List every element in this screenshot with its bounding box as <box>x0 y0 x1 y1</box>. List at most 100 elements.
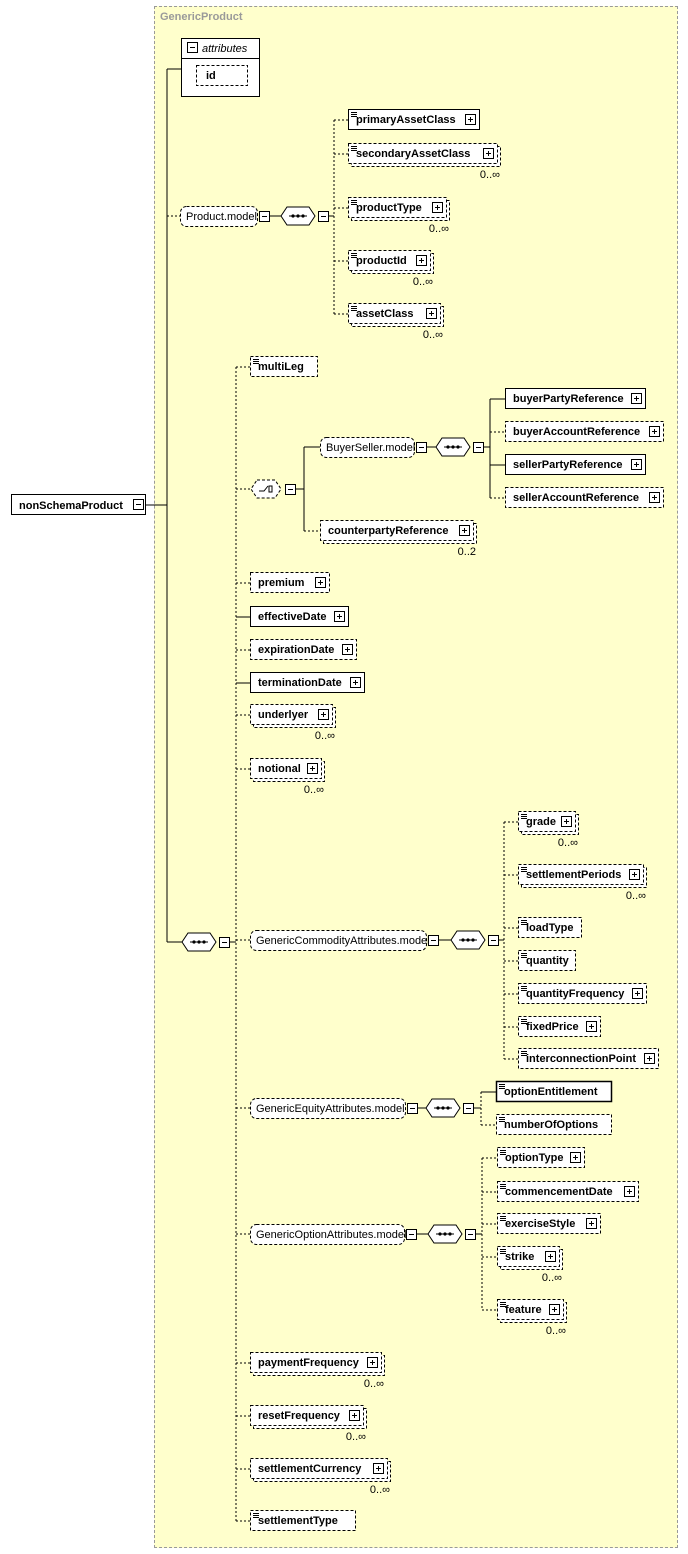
element-optionEntitlement[interactable]: optionEntitlement <box>495 1080 613 1103</box>
collapse-icon[interactable] <box>219 937 230 948</box>
annotation-icon <box>500 1184 506 1189</box>
expand-icon[interactable] <box>367 1357 378 1368</box>
element-loadType[interactable]: loadType <box>518 917 582 938</box>
annotation-icon <box>521 814 527 819</box>
element-settlementType[interactable]: settlementType <box>250 1510 356 1531</box>
expand-icon[interactable] <box>549 1304 560 1315</box>
collapse-icon[interactable] <box>463 1103 474 1114</box>
element-numberOfOptions[interactable]: numberOfOptions <box>496 1114 612 1135</box>
expand-icon[interactable] <box>570 1152 581 1163</box>
main-sequence-icon[interactable] <box>181 932 217 952</box>
element-label: primaryAssetClass <box>356 114 456 126</box>
cardinality-label: 0..∞ <box>626 890 646 902</box>
element-multiLeg[interactable]: multiLeg <box>250 356 318 377</box>
collapse-icon[interactable] <box>133 499 144 510</box>
expand-icon[interactable] <box>631 393 642 404</box>
expand-icon[interactable] <box>334 611 345 622</box>
expand-icon[interactable] <box>586 1021 597 1032</box>
expand-icon[interactable] <box>315 577 326 588</box>
sequence-icon[interactable] <box>435 437 471 457</box>
expand-icon[interactable] <box>632 988 643 999</box>
expand-icon[interactable] <box>483 148 494 159</box>
element-label: notional <box>258 763 301 775</box>
expand-icon[interactable] <box>586 1218 597 1229</box>
expand-icon[interactable] <box>465 114 476 125</box>
expand-icon[interactable] <box>545 1251 556 1262</box>
sequence-icon[interactable] <box>450 930 486 950</box>
collapse-icon[interactable] <box>259 211 270 222</box>
element-quantity[interactable]: quantity <box>518 950 576 971</box>
collapse-icon[interactable] <box>473 442 484 453</box>
sequence-icon[interactable] <box>425 1098 461 1118</box>
expand-icon[interactable] <box>416 255 427 266</box>
expand-icon[interactable] <box>349 1410 360 1421</box>
group-Product.model[interactable]: Product.model <box>180 206 258 227</box>
expand-icon[interactable] <box>631 459 642 470</box>
element-optionType[interactable]: optionType <box>497 1147 585 1168</box>
collapse-icon[interactable] <box>318 211 329 222</box>
expand-icon[interactable] <box>307 763 318 774</box>
element-interconnectionPoint[interactable]: interconnectionPoint <box>518 1048 659 1069</box>
expand-icon[interactable] <box>561 816 572 827</box>
element-quantityFrequency[interactable]: quantityFrequency <box>518 983 647 1004</box>
expand-icon[interactable] <box>432 202 443 213</box>
group-BuyerSeller.model[interactable]: BuyerSeller.model <box>320 437 416 458</box>
collapse-icon[interactable] <box>416 442 427 453</box>
expand-icon[interactable] <box>373 1463 384 1474</box>
sequence-icon[interactable] <box>280 206 316 226</box>
collapse-icon[interactable] <box>407 1103 418 1114</box>
element-label: numberOfOptions <box>504 1119 598 1131</box>
element-effectiveDate[interactable]: effectiveDate <box>250 606 349 627</box>
annotation-icon <box>500 1150 506 1155</box>
collapse-icon[interactable] <box>488 935 499 946</box>
frame-title: GenericProduct <box>160 11 243 23</box>
element-primaryAssetClass[interactable]: primaryAssetClass <box>348 109 480 130</box>
element-terminationDate[interactable]: terminationDate <box>250 672 365 693</box>
element-fixedPrice[interactable]: fixedPrice <box>518 1016 601 1037</box>
element-sellerAccountReference[interactable]: sellerAccountReference <box>505 487 664 508</box>
element-premium[interactable]: premium <box>250 572 330 593</box>
choice-icon[interactable] <box>250 479 282 499</box>
expand-icon[interactable] <box>644 1053 655 1064</box>
expand-icon[interactable] <box>629 869 640 880</box>
group-GenericCommodityAttributes.model[interactable]: GenericCommodityAttributes.model <box>250 930 430 951</box>
collapse-icon[interactable] <box>428 935 439 946</box>
expand-icon[interactable] <box>624 1186 635 1197</box>
expand-icon[interactable] <box>459 525 470 536</box>
element-buyerPartyReference[interactable]: buyerPartyReference <box>505 388 646 409</box>
group-GenericEquityAttributes.model[interactable]: GenericEquityAttributes.model <box>250 1098 406 1119</box>
expand-icon[interactable] <box>350 677 361 688</box>
expand-icon[interactable] <box>426 308 437 319</box>
collapse-icon[interactable] <box>465 1229 476 1240</box>
element-exerciseStyle[interactable]: exerciseStyle <box>497 1213 601 1234</box>
annotation-icon <box>499 1084 505 1089</box>
element-buyerAccountReference[interactable]: buyerAccountReference <box>505 421 664 442</box>
annotation-icon <box>351 253 357 258</box>
element-expirationDate[interactable]: expirationDate <box>250 639 357 660</box>
element-sellerPartyReference[interactable]: sellerPartyReference <box>505 454 646 475</box>
expand-icon[interactable] <box>342 644 353 655</box>
element-commencementDate[interactable]: commencementDate <box>497 1181 639 1202</box>
group-GenericOptionAttributes.model[interactable]: GenericOptionAttributes.model <box>250 1224 407 1245</box>
annotation-icon <box>521 1019 527 1024</box>
collapse-icon[interactable] <box>285 484 296 495</box>
root-element[interactable]: nonSchemaProduct <box>11 494 146 515</box>
expand-icon[interactable] <box>649 426 660 437</box>
expand-icon[interactable] <box>649 492 660 503</box>
collapse-icon[interactable] <box>406 1229 417 1240</box>
expand-icon[interactable] <box>318 709 329 720</box>
collapse-icon[interactable] <box>187 42 198 53</box>
sequence-icon[interactable] <box>427 1224 463 1244</box>
